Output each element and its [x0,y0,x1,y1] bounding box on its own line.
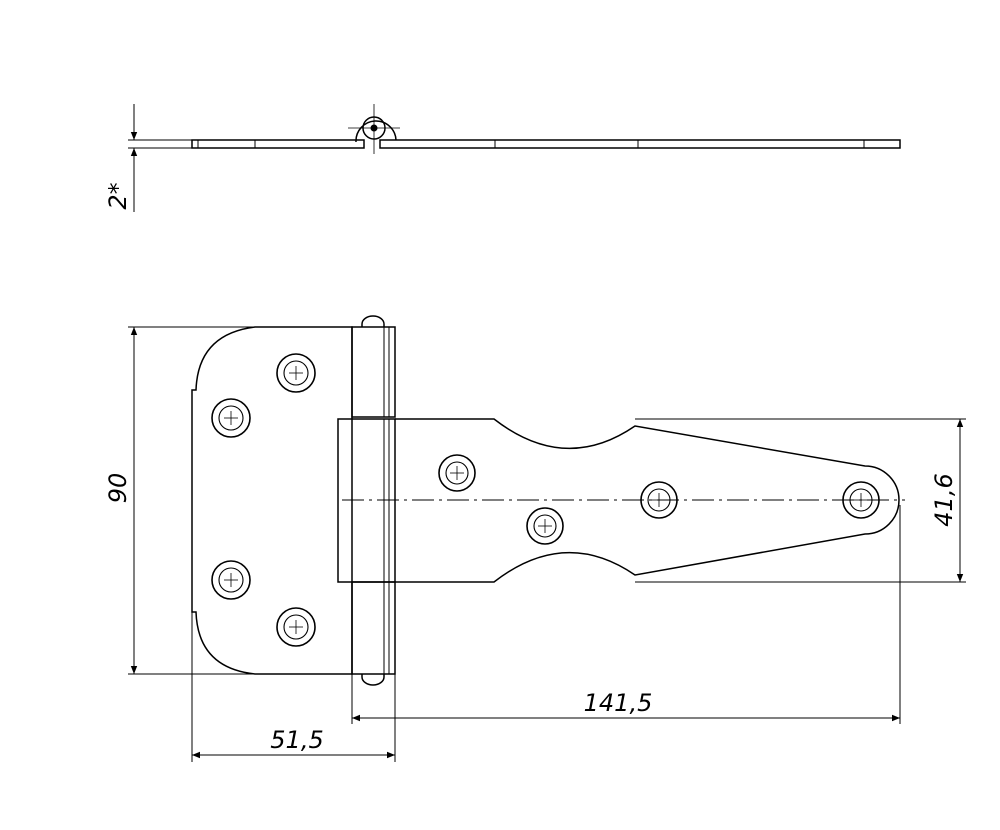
dimension-plate-width: 51,5 [191,612,396,762]
side-view-strap [379,139,901,149]
dim-strap-width: 41,6 [930,473,958,526]
pin-head-bottom [361,674,385,686]
dim-height: 90 [104,473,132,504]
dimension-strap-width: 41,6 [635,418,966,583]
side-view-plate [191,139,365,149]
side-view-knuckle [355,120,397,143]
pin-head-top [361,315,385,327]
screw-hole [211,560,251,600]
screw-hole [276,607,316,647]
screw-hole [842,481,880,519]
dim-plate-width: 51,5 [270,726,323,754]
screw-hole [640,481,678,519]
left-plate [191,326,353,675]
screw-hole [526,507,564,545]
side-view: 2* [104,104,901,212]
front-view [191,315,905,686]
dimension-strap-length: 141,5 [351,505,901,724]
strap [395,418,900,583]
dimension-height: 90 [104,326,255,675]
screw-hole [438,454,476,492]
dim-thickness: 2* [104,182,132,209]
dim-strap-length: 141,5 [584,689,653,717]
screw-hole [276,353,316,393]
screw-hole [211,398,251,438]
knuckle-top [351,326,396,418]
